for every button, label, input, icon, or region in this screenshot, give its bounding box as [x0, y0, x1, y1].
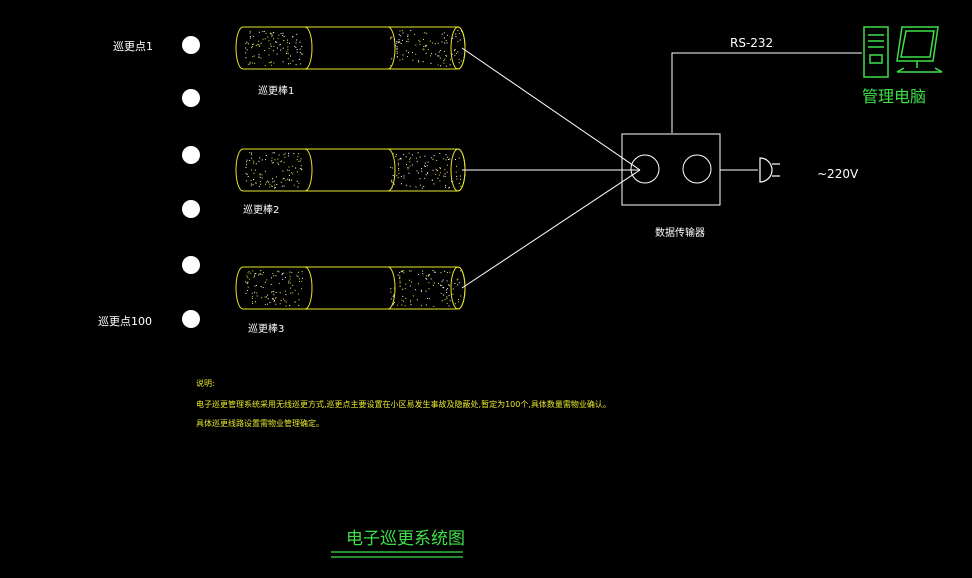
patrol-stick-label-1: 巡更棒1	[258, 86, 295, 97]
patrol-point	[182, 36, 200, 54]
transmitter-label: 数据传输器	[655, 228, 705, 239]
data-transmitter	[621, 133, 721, 206]
notes-line-2: 具体巡更线路设置需物业管理确定。	[196, 419, 324, 428]
rs232-line	[671, 52, 862, 133]
patrol-point	[182, 89, 200, 107]
rs232-label: RS-232	[730, 36, 774, 50]
patrol-point	[182, 256, 200, 274]
computer-icon	[863, 26, 943, 78]
stick3-link-line	[461, 169, 641, 289]
notes-heading: 说明:	[196, 379, 215, 388]
patrol-point-label-first: 巡更点1	[113, 40, 153, 53]
patrol-stick-label-3: 巡更棒3	[248, 324, 285, 335]
diagram-title: 电子巡更系统图	[346, 529, 465, 549]
patrol-point	[182, 200, 200, 218]
connection-lines	[461, 47, 862, 289]
patrol-stick-1	[235, 26, 466, 70]
patrol-points	[182, 36, 200, 328]
transmitter-port-right	[682, 154, 712, 184]
notes-line-1: 电子巡更管理系统采用无线巡更方式,巡更点主要设置在小区易发生事故及隐蔽处,暂定为…	[196, 400, 611, 409]
title-underline	[331, 551, 463, 558]
patrol-point	[182, 146, 200, 164]
stick1-link-line	[461, 47, 641, 171]
patrol-stick-2	[235, 148, 466, 192]
patrol-point	[182, 310, 200, 328]
power-plug-icon	[759, 157, 780, 183]
power-label: ~220V	[817, 167, 859, 181]
patrol-sticks	[235, 26, 466, 310]
transmitter-port-left	[630, 154, 660, 184]
patrol-stick-label-2: 巡更棒2	[243, 205, 280, 216]
patrol-point-label-last: 巡更点100	[98, 315, 152, 328]
patrol-stick-3	[235, 266, 466, 310]
transmitter-box	[621, 133, 721, 206]
computer-label: 管理电脑	[862, 87, 927, 106]
